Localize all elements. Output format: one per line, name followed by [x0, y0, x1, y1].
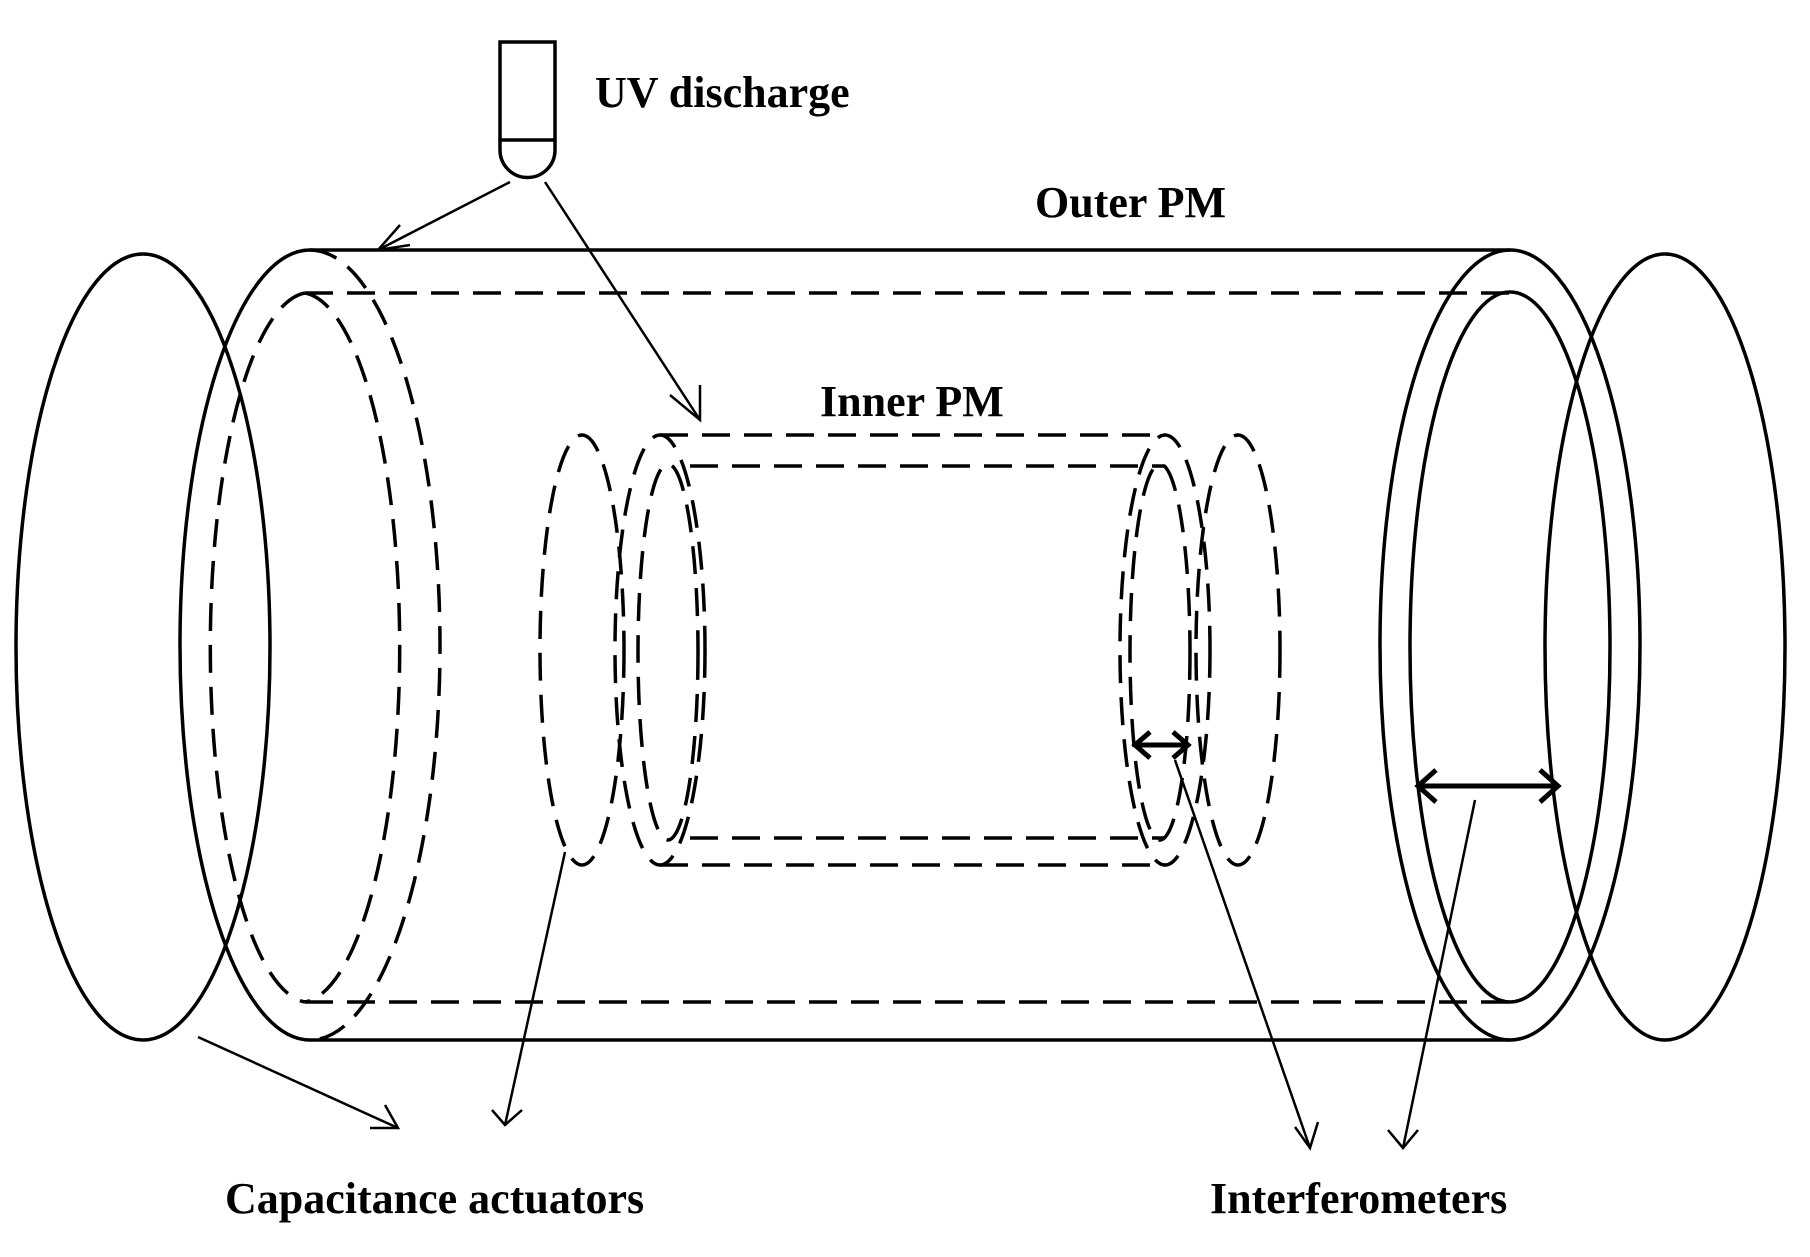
inner-gap-double-arrow [1131, 730, 1192, 760]
outer-pm-label: Outer PM [1035, 178, 1226, 227]
uv-discharge-label: UV discharge [595, 68, 850, 117]
right-interferometer-ellipse [1543, 252, 1787, 1042]
inner-pm-cylinder [538, 433, 1282, 867]
capacitance-actuators-label: Capacitance actuators [225, 1174, 644, 1223]
outer-pm-cylinder [178, 248, 1642, 1042]
uv-arrow-to-inner-pm [543, 181, 702, 423]
uv-arrow-to-outer-pm [374, 180, 511, 252]
interferometers-label: Interferometers [1210, 1174, 1507, 1223]
left-actuator-ellipse [14, 252, 272, 1042]
interferometer-arrow-outer [1387, 799, 1477, 1150]
outer-gap-double-arrow [1414, 768, 1562, 804]
actuator-arrow-inner [491, 851, 567, 1127]
interferometer-arrow-inner [1173, 759, 1320, 1151]
actuator-arrow-left [197, 1035, 401, 1130]
uv-lamp-icon [498, 40, 557, 180]
inner-pm-label: Inner PM [820, 377, 1004, 426]
